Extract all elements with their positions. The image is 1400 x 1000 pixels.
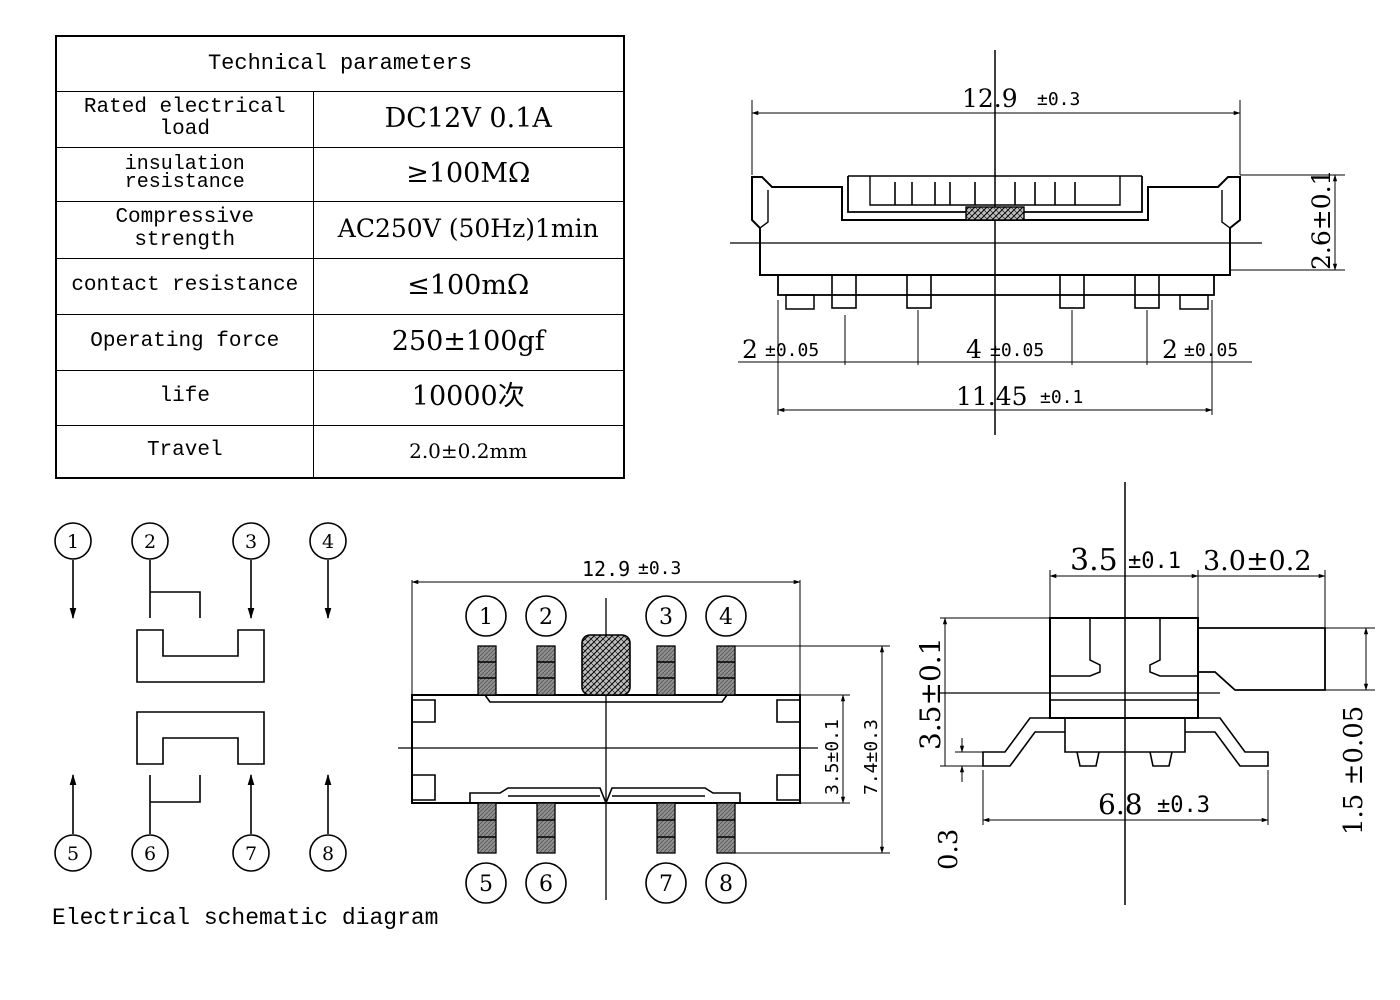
table-title: Technical parameters (55, 35, 625, 92)
front-height-dim: 2.6±0.1 (1307, 170, 1336, 270)
table-row: Travel 2.0±0.2mm (55, 424, 625, 479)
top-pin-8: 8 (719, 872, 733, 897)
schematic-pin-6: 6 (144, 843, 156, 865)
top-view (398, 579, 890, 904)
pitch-right-value: 2 (1162, 335, 1178, 364)
top-pin-7: 7 (659, 872, 673, 897)
param-name: insulation resistance (55, 146, 314, 202)
top-width-tol: ±0.3 (638, 558, 681, 579)
param-name: Rated electrical load (55, 90, 314, 148)
front-view (730, 50, 1345, 435)
param-value: DC12V 0.1A (312, 90, 625, 148)
side-span-value: 6.8 (1098, 788, 1143, 821)
schematic-pin-7: 7 (245, 843, 257, 865)
schematic-pin-2: 2 (144, 531, 156, 553)
top-pin-3: 3 (659, 605, 673, 630)
param-value: 250±100gf (312, 313, 625, 371)
top-pin-2: 2 (539, 605, 553, 630)
pitch-right-tol: ±0.05 (1184, 340, 1238, 361)
side-view-labels: 3.5 ±0.1 3.0±0.2 3.5±0.1 6.8 ±0.3 0.3 1.… (914, 543, 1369, 870)
top-width-value: 12.9 (582, 557, 630, 581)
front-width-value: 12.9 (962, 84, 1018, 113)
pitch-left-tol: ±0.05 (765, 340, 819, 361)
side-lead-dim: 0.3 (934, 829, 964, 870)
front-span-value: 11.45 (956, 382, 1028, 411)
technical-parameters-table: Technical parameters Rated electrical lo… (55, 35, 626, 479)
param-name: Compressive strength (55, 200, 314, 259)
side-body-value: 3.5 (1070, 543, 1118, 578)
schematic-pin-4: 4 (322, 531, 334, 553)
side-height-dim: 3.5±0.1 (914, 637, 947, 750)
param-value: ≥100MΩ (312, 146, 625, 202)
side-body-tol: ±0.1 (1128, 549, 1181, 574)
side-standoff-dim: 1.5 ±0.05 (1339, 706, 1369, 835)
schematic-pin-5: 5 (67, 843, 79, 865)
top-pin-4: 4 (719, 605, 733, 630)
table-row: Compressive strength AC250V (50Hz)1min (55, 200, 625, 259)
top-pin-6: 6 (539, 872, 553, 897)
top-body-height-dim: 3.5±0.1 (822, 719, 843, 795)
schematic-pin-labels: 1 2 3 4 5 6 7 8 (67, 531, 334, 865)
top-view-labels: 12.9 ±0.3 3.5±0.1 7.4±0.3 1 2 3 4 5 6 7 … (479, 557, 882, 897)
front-view-dims: 12.9 ±0.3 2.6±0.1 2 ±0.05 4 ±0.05 2 ±0.0… (742, 84, 1336, 411)
top-pin-5: 5 (479, 872, 493, 897)
side-actuator-dim: 3.0±0.2 (1203, 546, 1312, 577)
table-row: life 10000次 (55, 369, 625, 426)
param-name: Operating force (55, 313, 314, 371)
pitch-mid-value: 4 (966, 335, 982, 364)
param-value: ≤100mΩ (312, 257, 625, 315)
param-name: life (55, 369, 314, 426)
front-span-tol: ±0.1 (1040, 387, 1083, 408)
table-row: Operating force 250±100gf (55, 313, 625, 371)
pitch-left-value: 2 (742, 335, 758, 364)
top-pin-1: 1 (479, 605, 493, 630)
schematic-caption: Electrical schematic diagram (52, 905, 439, 931)
top-overall-height-dim: 7.4±0.3 (861, 719, 882, 795)
param-name: contact resistance (55, 257, 314, 315)
electrical-schematic (54, 522, 347, 872)
pitch-mid-tol: ±0.05 (990, 340, 1044, 361)
schematic-pin-3: 3 (245, 531, 257, 553)
schematic-pin-1: 1 (67, 531, 79, 553)
table-row: contact resistance ≤100mΩ (55, 257, 625, 315)
side-span-tol: ±0.3 (1157, 793, 1210, 818)
table-row: insulation resistance ≥100MΩ (55, 146, 625, 202)
side-view (940, 482, 1375, 905)
param-value: 2.0±0.2mm (312, 424, 625, 479)
schematic-pin-8: 8 (322, 843, 334, 865)
param-value: 10000次 (312, 369, 625, 426)
table-row: Rated electrical load DC12V 0.1A (55, 90, 625, 148)
param-name: Travel (55, 424, 314, 479)
param-value: AC250V (50Hz)1min (312, 200, 625, 259)
front-width-tol: ±0.3 (1037, 89, 1080, 110)
